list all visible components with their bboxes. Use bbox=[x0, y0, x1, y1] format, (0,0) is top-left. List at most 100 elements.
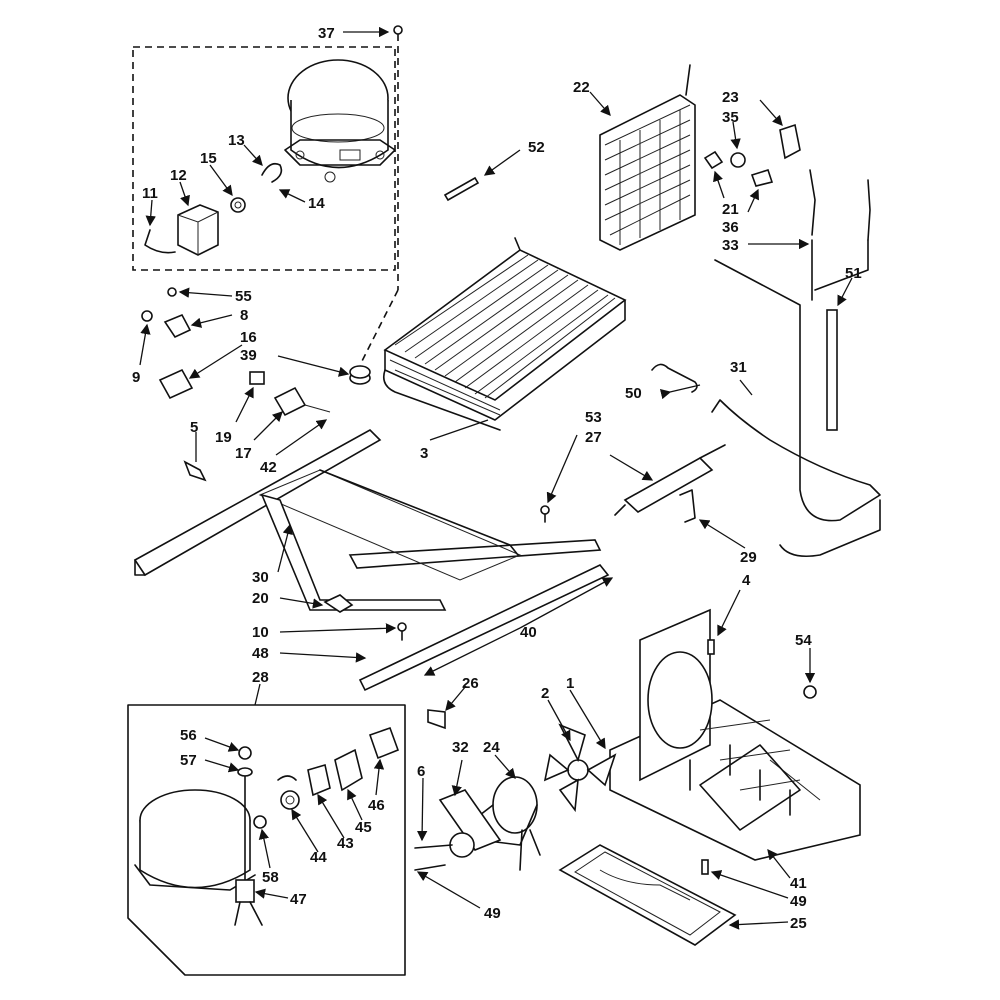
clip-13 bbox=[261, 162, 283, 183]
bracket-32 bbox=[414, 789, 502, 871]
label-58: 58 bbox=[262, 869, 279, 886]
label-49-left: 49 bbox=[484, 905, 501, 922]
label-47: 47 bbox=[290, 891, 307, 908]
label-3: 3 bbox=[420, 445, 428, 462]
label-19: 19 bbox=[215, 429, 232, 446]
label-32: 32 bbox=[452, 739, 469, 756]
frame-rails bbox=[133, 429, 610, 692]
label-27: 27 bbox=[585, 429, 602, 446]
label-30: 30 bbox=[252, 569, 269, 586]
label-4: 4 bbox=[742, 572, 751, 589]
part-21 bbox=[703, 150, 724, 170]
part-55 bbox=[167, 287, 177, 297]
compressor-kit-box-bottom bbox=[127, 704, 406, 976]
label-43: 43 bbox=[337, 835, 354, 852]
tube-52 bbox=[443, 176, 480, 202]
leader-lines bbox=[139, 26, 853, 930]
screw-37 bbox=[359, 25, 403, 366]
label-17: 17 bbox=[235, 445, 252, 462]
label-39: 39 bbox=[240, 347, 257, 364]
tubing-33 bbox=[809, 169, 871, 301]
label-57: 57 bbox=[180, 752, 197, 769]
label-1: 1 bbox=[566, 675, 574, 692]
part-36 bbox=[750, 169, 774, 187]
label-50: 50 bbox=[625, 385, 642, 402]
label-44: 44 bbox=[310, 849, 327, 866]
label-35: 35 bbox=[722, 109, 739, 126]
label-45: 45 bbox=[355, 819, 372, 836]
label-55: 55 bbox=[235, 288, 252, 305]
bracket-30 bbox=[260, 493, 447, 611]
relay-45 bbox=[334, 748, 363, 792]
part-47 bbox=[234, 879, 263, 926]
clip-left-bottom bbox=[277, 775, 297, 781]
screw-54 bbox=[803, 685, 817, 699]
label-33: 33 bbox=[722, 237, 739, 254]
label-9: 9 bbox=[132, 369, 140, 386]
part-number-labels: 37 52 22 23 35 13 15 12 11 14 21 36 33 5… bbox=[132, 25, 862, 932]
part-44 bbox=[280, 790, 300, 810]
screw-49-right bbox=[701, 859, 709, 875]
label-10: 10 bbox=[252, 624, 269, 641]
label-48: 48 bbox=[252, 645, 269, 662]
bracket-11 bbox=[144, 229, 176, 254]
label-52: 52 bbox=[528, 139, 545, 156]
part-19 bbox=[249, 371, 265, 385]
compressor-bottom bbox=[134, 789, 256, 891]
label-21: 21 bbox=[722, 201, 739, 218]
base-plate-41 bbox=[609, 608, 861, 861]
label-6: 6 bbox=[417, 763, 425, 780]
label-2: 2 bbox=[541, 685, 549, 702]
part-16 bbox=[158, 368, 194, 400]
tube-51 bbox=[826, 309, 838, 431]
fan-blade-2 bbox=[543, 723, 617, 813]
part-58 bbox=[253, 815, 267, 829]
label-40: 40 bbox=[520, 624, 537, 641]
label-46: 46 bbox=[368, 797, 385, 814]
drain-pan-25 bbox=[558, 844, 737, 946]
clip-50 bbox=[651, 363, 698, 393]
label-24: 24 bbox=[483, 739, 500, 756]
grommet-39 bbox=[349, 365, 371, 385]
relay-12 bbox=[177, 204, 219, 256]
compressor-kit-box-top bbox=[132, 46, 396, 271]
label-49-right: 49 bbox=[790, 893, 807, 910]
tubing-31 bbox=[711, 259, 881, 558]
label-41: 41 bbox=[790, 875, 807, 892]
part-46 bbox=[368, 726, 400, 760]
part-43 bbox=[307, 763, 331, 797]
label-20: 20 bbox=[252, 590, 269, 607]
label-23: 23 bbox=[722, 89, 739, 106]
label-25: 25 bbox=[790, 915, 807, 932]
part-15 bbox=[230, 197, 246, 213]
part-5 bbox=[183, 460, 207, 482]
label-31: 31 bbox=[730, 359, 747, 376]
label-13: 13 bbox=[228, 132, 245, 149]
screw-10 bbox=[397, 622, 407, 641]
label-14: 14 bbox=[308, 195, 325, 212]
bracket-23 bbox=[779, 123, 801, 160]
part-26 bbox=[427, 709, 446, 730]
clip-20 bbox=[323, 594, 354, 613]
part-8 bbox=[163, 313, 192, 339]
drier-27 bbox=[614, 444, 726, 516]
label-12: 12 bbox=[170, 167, 187, 184]
label-28: 28 bbox=[252, 669, 269, 686]
label-54: 54 bbox=[795, 632, 812, 649]
label-51: 51 bbox=[845, 265, 862, 282]
label-15: 15 bbox=[200, 150, 217, 167]
label-29: 29 bbox=[740, 549, 757, 566]
label-37: 37 bbox=[318, 25, 335, 42]
label-8: 8 bbox=[240, 307, 248, 324]
label-56: 56 bbox=[180, 727, 197, 744]
label-11: 11 bbox=[142, 185, 158, 202]
screw-4 bbox=[707, 639, 715, 655]
capacitor-17 bbox=[273, 386, 331, 417]
part-56 bbox=[238, 746, 252, 760]
screw-53 bbox=[540, 505, 550, 523]
label-36: 36 bbox=[722, 219, 739, 236]
label-26: 26 bbox=[462, 675, 479, 692]
bracket-29 bbox=[679, 489, 696, 523]
part-35 bbox=[730, 152, 746, 168]
